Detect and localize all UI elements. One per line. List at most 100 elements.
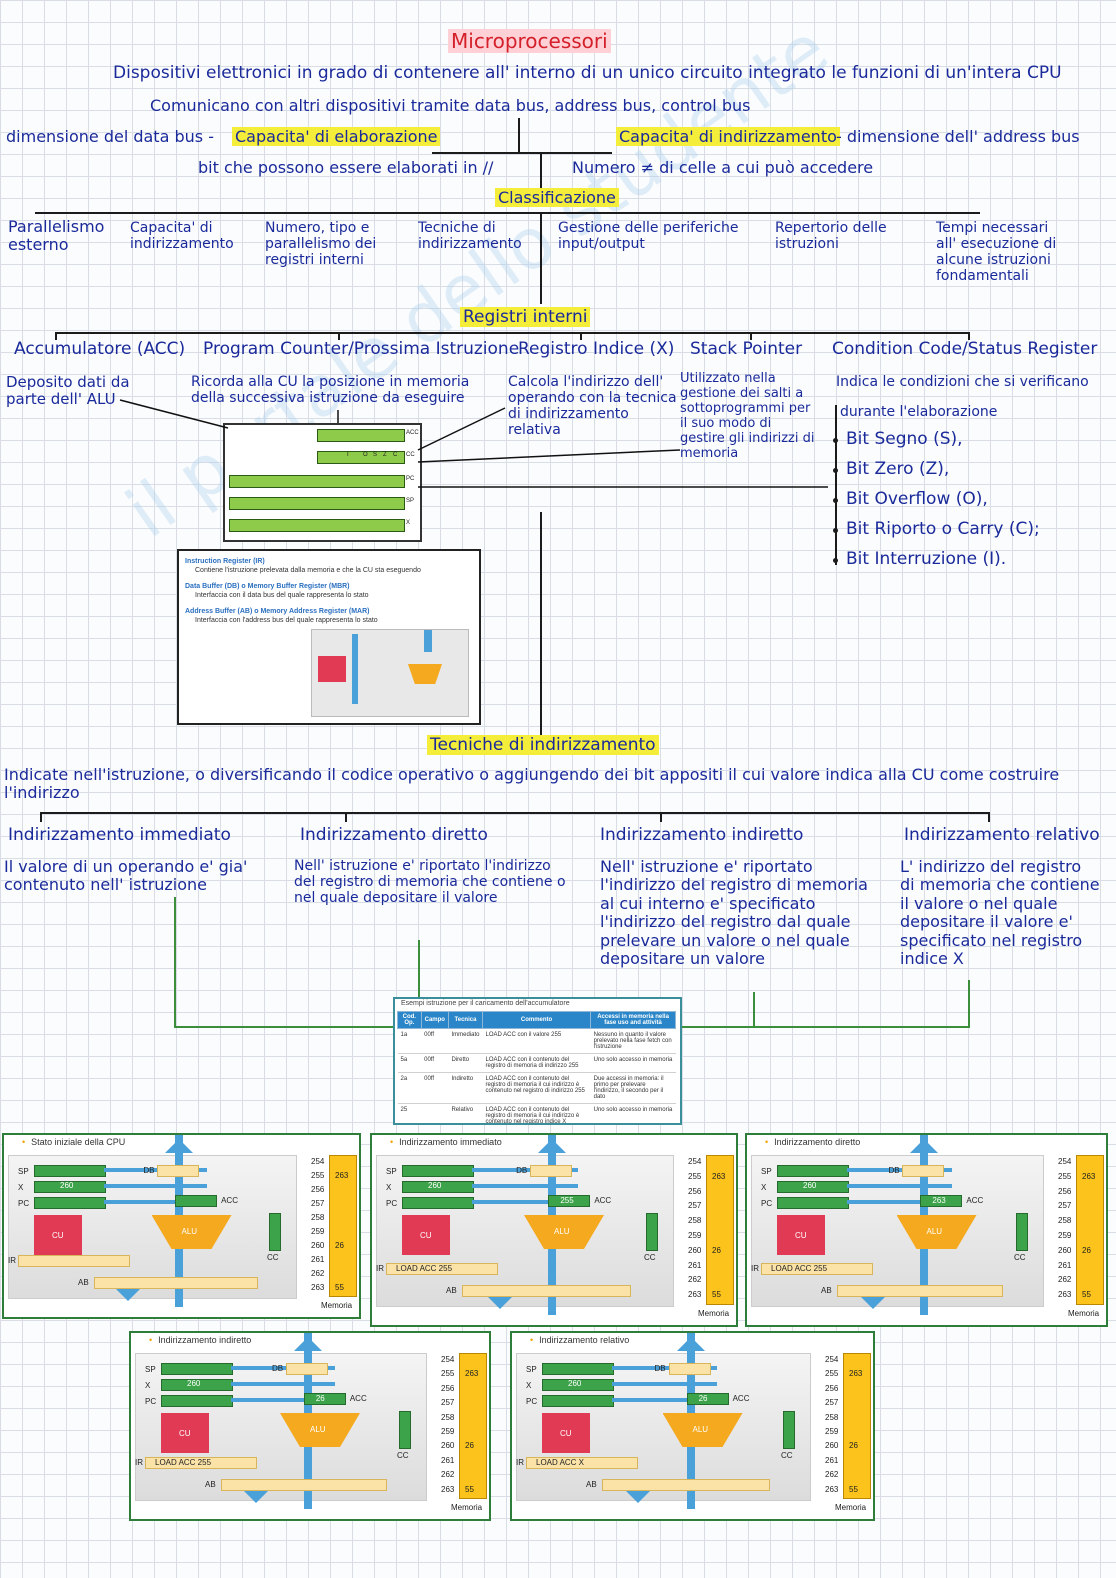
memory-address: 254 <box>688 1157 701 1166</box>
memory-address: 258 <box>825 1413 838 1422</box>
memory-address: 260 <box>825 1441 838 1450</box>
cpu-reg-label: X <box>145 1381 150 1390</box>
cpu-panel-title: Indirizzamento diretto <box>765 1137 860 1147</box>
cpu-x-value: 260 <box>428 1181 441 1190</box>
memory-footer: Memoria <box>698 1309 729 1318</box>
memory-address: 262 <box>825 1470 838 1479</box>
cu-label: CU <box>420 1231 432 1240</box>
cpu-panel: Indirizzamento relativoSPXPC260CUDB26ACC… <box>510 1331 875 1521</box>
cpu-reg-label: PC <box>145 1397 156 1406</box>
cpu-reg-bar <box>402 1165 474 1177</box>
ir-register <box>18 1255 130 1267</box>
ab-register <box>602 1479 770 1491</box>
memory-value: 263 <box>465 1369 478 1378</box>
cpu-panel: Indirizzamento immediatoSPXPC260CUDB255A… <box>370 1133 738 1327</box>
cpu-reg-label: X <box>386 1183 391 1192</box>
memory-value: 55 <box>712 1290 721 1299</box>
ir-value: LOAD ACC X <box>536 1458 584 1467</box>
cpu-x-value: 260 <box>803 1181 816 1190</box>
memory-address: 262 <box>441 1470 454 1479</box>
cc-label: CC <box>397 1451 409 1460</box>
cpu-reg-bar <box>161 1363 233 1375</box>
cc-register <box>646 1213 658 1251</box>
ir-label: IR <box>135 1458 143 1467</box>
cpu-reg-label: X <box>18 1183 23 1192</box>
cc-register <box>269 1213 281 1251</box>
memory-address: 261 <box>1058 1261 1071 1270</box>
cu-label: CU <box>179 1429 191 1438</box>
memory-value: 263 <box>849 1369 862 1378</box>
bus-arrow-icon <box>910 1139 938 1153</box>
memory-address: 255 <box>688 1172 701 1181</box>
cpu-reg-bar <box>777 1165 849 1177</box>
cpu-panel: Stato iniziale della CPUSPXPC260CUDBACCA… <box>2 1133 361 1319</box>
db-register <box>157 1165 199 1177</box>
memory-address: 263 <box>825 1485 838 1494</box>
memory-address: 256 <box>441 1384 454 1393</box>
memory-address: 255 <box>311 1171 324 1180</box>
cpu-reg-label: X <box>761 1183 766 1192</box>
acc-label: ACC <box>733 1394 750 1403</box>
cpu-reg-bar <box>34 1165 106 1177</box>
ir-value: LOAD ACC 255 <box>155 1458 211 1467</box>
db-register <box>669 1363 711 1375</box>
memory-address: 255 <box>1058 1172 1071 1181</box>
cpu-reg-label: PC <box>761 1199 772 1208</box>
cpu-reg-label: SP <box>145 1365 156 1374</box>
ir-label: IR <box>751 1264 759 1273</box>
memory-address: 258 <box>688 1216 701 1225</box>
memory-address: 260 <box>441 1441 454 1450</box>
cc-label: CC <box>644 1253 656 1262</box>
slide-ir-db-ab: Instruction Register (IR) Contiene l'ist… <box>177 549 481 725</box>
tec-indiretto-name: Indirizzamento indiretto <box>600 826 803 846</box>
cpu-reg-bar <box>34 1197 106 1209</box>
acc-label: ACC <box>221 1196 238 1205</box>
db-label: DB <box>143 1166 154 1175</box>
cu-label: CU <box>52 1231 64 1240</box>
memory-address: 259 <box>688 1231 701 1240</box>
cpu-x-value: 260 <box>187 1379 200 1388</box>
memory-address: 262 <box>1058 1275 1071 1284</box>
cc-label: CC <box>1014 1253 1026 1262</box>
memory-address: 254 <box>441 1355 454 1364</box>
memory-address: 259 <box>441 1427 454 1436</box>
cpu-reg-bar <box>542 1363 614 1375</box>
memory-address: 258 <box>1058 1216 1071 1225</box>
acc-label: ACC <box>966 1196 983 1205</box>
tec-immediato-desc: Il valore di un operando e' gia' contenu… <box>4 858 274 895</box>
tec-diretto-name: Indirizzamento diretto <box>300 826 488 846</box>
cu-label: CU <box>560 1429 572 1438</box>
acc-value: 263 <box>932 1196 945 1205</box>
db-label: DB <box>272 1364 283 1373</box>
memory-address: 257 <box>825 1398 838 1407</box>
cpu-reg-connector <box>847 1184 952 1188</box>
cpu-reg-bar <box>777 1197 849 1209</box>
memory-address: 255 <box>825 1369 838 1378</box>
alu-label: ALU <box>693 1425 709 1434</box>
memory-address: 263 <box>688 1290 701 1299</box>
memory-address: 261 <box>311 1255 324 1264</box>
instruction-table: Esempi istruzione per il caricamento del… <box>393 997 682 1125</box>
cc-label: CC <box>267 1253 279 1262</box>
cc-label: CC <box>781 1451 793 1460</box>
address-bus-arrow-icon <box>488 1297 512 1309</box>
memory-address: 262 <box>688 1275 701 1284</box>
memory-value: 55 <box>465 1485 474 1494</box>
memory-address: 260 <box>311 1241 324 1250</box>
ab-register <box>221 1479 387 1491</box>
memory-address: 263 <box>311 1283 324 1292</box>
cpu-reg-label: PC <box>526 1397 537 1406</box>
memory-value: 263 <box>1082 1172 1095 1181</box>
cpu-reg-connector <box>612 1382 717 1386</box>
tec-diretto-desc: Nell' istruzione e' riportato l'indirizz… <box>294 858 574 906</box>
ab-label: AB <box>821 1286 832 1295</box>
bus-arrow-icon <box>677 1337 705 1351</box>
memory-value: 26 <box>849 1441 858 1450</box>
ab-register <box>837 1285 1003 1297</box>
memory-address: 260 <box>1058 1246 1071 1255</box>
bus-arrow-icon <box>165 1139 193 1153</box>
cc-register <box>1016 1213 1028 1251</box>
acc-label: ACC <box>594 1196 611 1205</box>
tec-immediato-name: Indirizzamento immediato <box>8 826 231 846</box>
connector-lines <box>0 0 1116 600</box>
